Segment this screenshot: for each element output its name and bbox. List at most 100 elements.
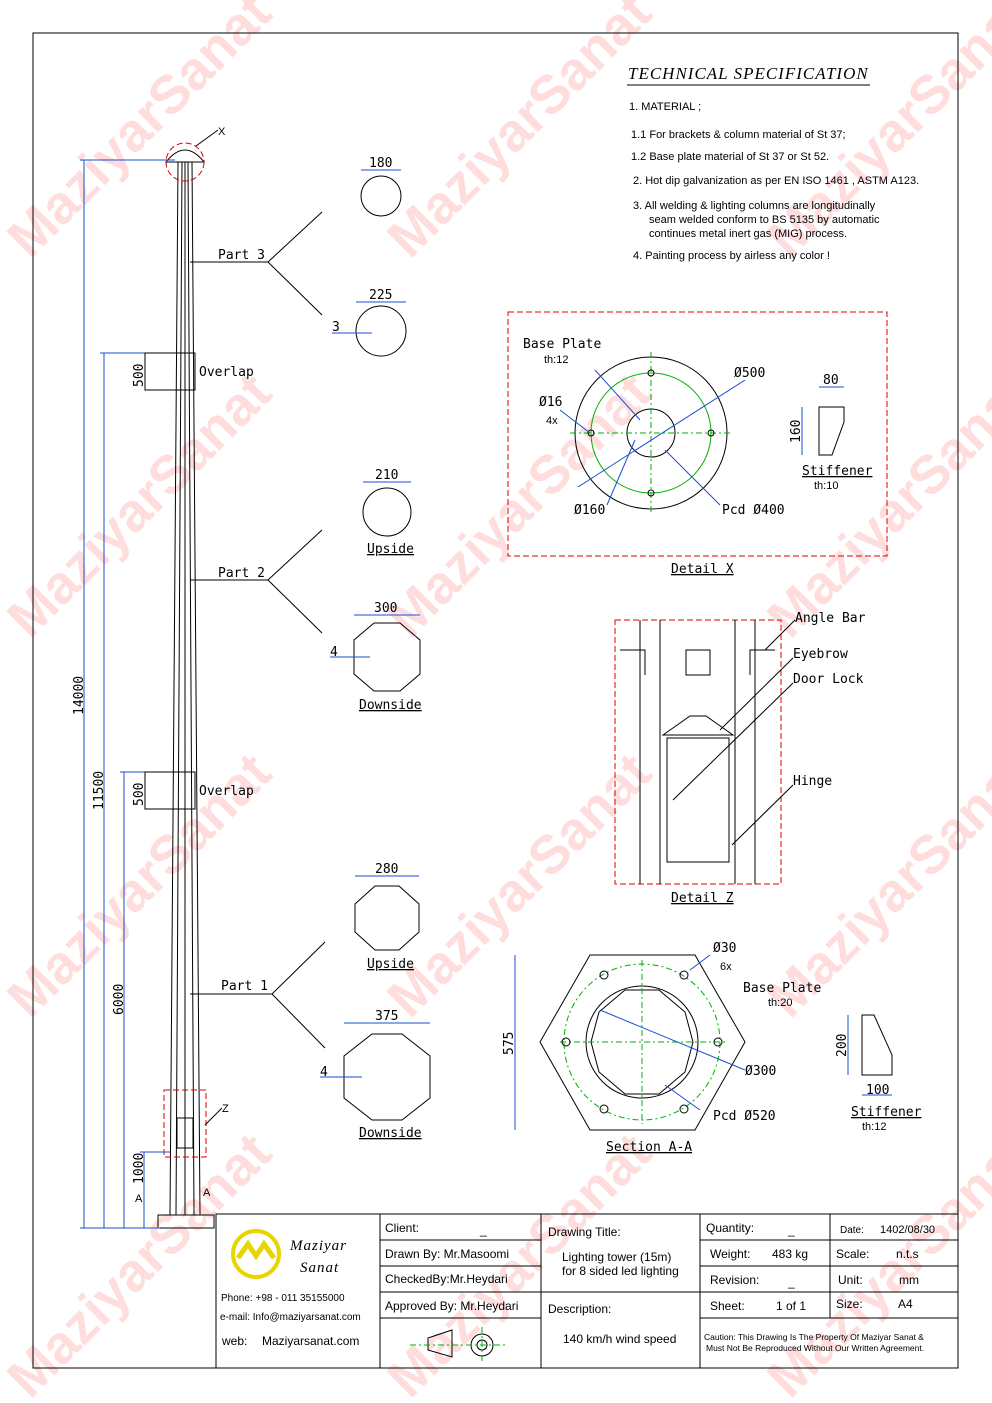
svg-text:280: 280 <box>375 862 398 877</box>
svg-text:Downside: Downside <box>359 698 422 713</box>
svg-text:Size:: Size: <box>836 1297 863 1311</box>
svg-text:n.t.s: n.t.s <box>896 1247 919 1261</box>
svg-text:Description:: Description: <box>548 1302 611 1316</box>
svg-text:1000: 1000 <box>132 1153 147 1184</box>
svg-text:th:12: th:12 <box>862 1121 886 1133</box>
svg-text:Maziyar: Maziyar <box>289 1238 347 1254</box>
svg-text:180: 180 <box>369 156 392 171</box>
svg-text:Scale:: Scale: <box>836 1247 869 1261</box>
svg-text:Upside: Upside <box>367 957 414 972</box>
svg-text:e-mail: Info@maziyarsanat.com: e-mail: Info@maziyarsanat.com <box>220 1312 361 1323</box>
svg-text:1402/08/30: 1402/08/30 <box>880 1224 935 1236</box>
svg-text:Lighting tower (15m): Lighting tower (15m) <box>562 1250 671 1264</box>
svg-text:Pcd Ø520: Pcd Ø520 <box>713 1109 776 1124</box>
svg-text:web:: web: <box>221 1334 247 1348</box>
svg-text:MaziyarSanat: MaziyarSanat <box>0 0 283 268</box>
svg-text:4: 4 <box>320 1065 328 1080</box>
svg-text:CheckedBy:Mr.Heydari: CheckedBy:Mr.Heydari <box>385 1272 508 1286</box>
svg-text:Overlap: Overlap <box>199 365 254 380</box>
part-2: Part 2 210 Upside 300 4 Downside <box>190 468 422 713</box>
svg-text:Eyebrow: Eyebrow <box>793 647 848 662</box>
svg-text:Overlap: Overlap <box>199 784 254 799</box>
pole-elevation: X Z A A 14000 11500 6000 1000 500 500 Ov… <box>72 126 254 1229</box>
company-logo: Maziyar Sanat <box>231 1229 347 1279</box>
svg-text:210: 210 <box>375 468 398 483</box>
svg-text:1. MATERIAL ;: 1. MATERIAL ; <box>629 101 701 113</box>
svg-text:Angle Bar: Angle Bar <box>795 611 866 626</box>
svg-text:500: 500 <box>132 364 147 387</box>
svg-text:_: _ <box>479 1223 487 1237</box>
svg-text:500: 500 <box>132 783 147 806</box>
svg-text:140 km/h wind speed: 140 km/h wind speed <box>563 1332 676 1346</box>
svg-text:4: 4 <box>330 645 338 660</box>
svg-text:Stiffener: Stiffener <box>851 1105 922 1120</box>
svg-text:6000: 6000 <box>112 984 127 1015</box>
svg-text:A4: A4 <box>898 1297 913 1311</box>
base-plate <box>157 1214 215 1229</box>
svg-text:4. Painting process by airles: 4. Painting process by airless any color… <box>633 250 830 262</box>
svg-text:th:12: th:12 <box>544 354 568 366</box>
svg-text:Weight:: Weight: <box>710 1247 750 1261</box>
svg-text:MaziyarSanat: MaziyarSanat <box>376 742 662 1028</box>
svg-text:2. Hot dip galvanization as p: 2. Hot dip galvanization as per EN ISO 1… <box>633 175 919 187</box>
svg-text:Ø16: Ø16 <box>539 395 562 410</box>
svg-text:MaziyarSanat: MaziyarSanat <box>376 362 662 648</box>
svg-text:Detail X: Detail X <box>671 562 734 577</box>
svg-text:100: 100 <box>866 1083 889 1098</box>
svg-text:4x: 4x <box>546 415 558 427</box>
svg-text:Quantity:: Quantity: <box>706 1221 754 1235</box>
svg-text:Part 3: Part 3 <box>218 248 265 263</box>
svg-text:3. All welding & lighting col: 3. All welding & lighting columns are lo… <box>633 200 876 212</box>
svg-text:mm: mm <box>899 1273 919 1287</box>
svg-text:Pcd Ø400: Pcd Ø400 <box>722 503 785 518</box>
svg-text:th:10: th:10 <box>814 480 838 492</box>
svg-text:Caution: This Drawing Is The P: Caution: This Drawing Is The Property Of… <box>704 1332 924 1342</box>
svg-text:Ø300: Ø300 <box>745 1064 776 1079</box>
svg-text:Part 1: Part 1 <box>221 979 268 994</box>
svg-text:Ø160: Ø160 <box>574 503 605 518</box>
svg-text:1.1 For brackets & column mat: 1.1 For brackets & column material of St… <box>631 129 846 141</box>
svg-text:Phone: +98 - 011 35155000: Phone: +98 - 011 35155000 <box>221 1293 345 1304</box>
title-block: Maziyar Sanat Phone: +98 - 011 35155000 … <box>215 1213 959 1369</box>
part-1: Part 1 280 Upside 375 4 Downside <box>190 862 431 1141</box>
svg-text:Base Plate: Base Plate <box>743 981 821 996</box>
detail-z: Angle Bar Eyebrow Door Lock Hinge Detail… <box>614 611 866 906</box>
svg-text:_: _ <box>787 1223 795 1237</box>
svg-text:575: 575 <box>502 1032 517 1055</box>
svg-text:seam welded conform to BS 513: seam welded conform to BS 5135 by automa… <box>649 214 880 226</box>
svg-text:1 of 1: 1 of 1 <box>776 1299 806 1313</box>
svg-text:th:20: th:20 <box>768 997 792 1009</box>
svg-text:300: 300 <box>374 601 397 616</box>
svg-text:for 8 sided led lighting: for 8 sided led lighting <box>562 1264 679 1278</box>
svg-text:375: 375 <box>375 1009 398 1024</box>
svg-text:1.2 Base plate material of St: 1.2 Base plate material of St 37 or St 5… <box>631 151 829 163</box>
svg-text:200: 200 <box>835 1034 850 1057</box>
svg-text:Client:: Client: <box>385 1221 419 1235</box>
svg-text:MaziyarSanat: MaziyarSanat <box>756 1122 992 1403</box>
projection-symbol <box>410 1327 505 1363</box>
svg-text:Drawing Title:: Drawing Title: <box>548 1225 621 1239</box>
part-3: Part 3 180 225 3 <box>190 156 407 357</box>
svg-text:Drawn By: Mr.Masoomi: Drawn By: Mr.Masoomi <box>385 1247 509 1261</box>
svg-text:Hinge: Hinge <box>793 774 832 789</box>
svg-text:160: 160 <box>789 420 804 443</box>
svg-text:Detail Z: Detail Z <box>671 891 734 906</box>
svg-text:TECHNICAL SPECIFICATION: TECHNICAL SPECIFICATION <box>628 64 869 83</box>
svg-text:Ø500: Ø500 <box>734 366 765 381</box>
svg-text:Part 2: Part 2 <box>218 566 265 581</box>
svg-text:Z: Z <box>222 1103 229 1115</box>
svg-text:Revision:: Revision: <box>710 1273 759 1287</box>
svg-text:6x: 6x <box>720 961 732 973</box>
svg-text:Stiffener: Stiffener <box>802 464 873 479</box>
svg-text:Maziyarsanat.com: Maziyarsanat.com <box>262 1334 359 1348</box>
svg-text:MaziyarSanat: MaziyarSanat <box>756 362 992 648</box>
svg-text:Sanat: Sanat <box>300 1260 339 1276</box>
svg-text:3: 3 <box>332 320 340 335</box>
svg-text:Base Plate: Base Plate <box>523 337 601 352</box>
svg-text:Date:: Date: <box>840 1225 864 1236</box>
svg-text:Must Not Be Reproduced Without: Must Not Be Reproduced Without Our Writt… <box>706 1343 924 1353</box>
svg-text:X: X <box>218 126 226 138</box>
svg-text:80: 80 <box>823 373 839 388</box>
